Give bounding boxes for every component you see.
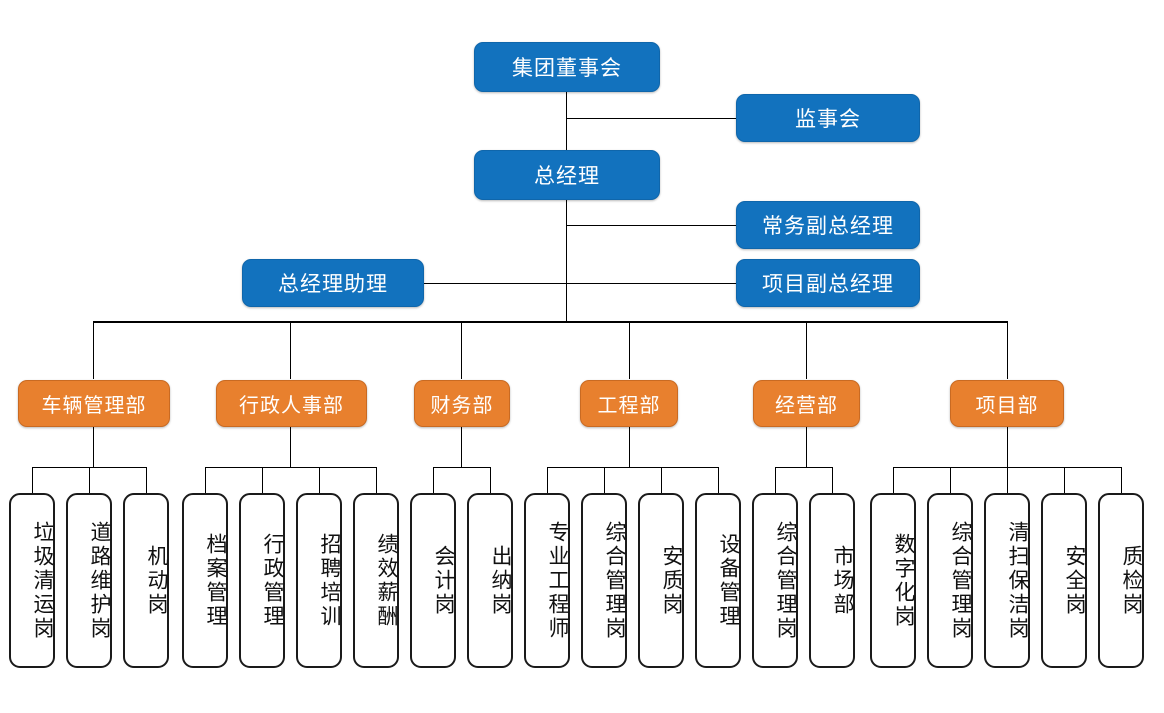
connector-dept5-child-1 xyxy=(775,467,776,493)
connector-bus-to-dept-1 xyxy=(93,321,94,379)
connector-dept1-child-1 xyxy=(32,467,33,493)
connector-gm-trunk xyxy=(566,200,567,322)
node-supervisory-board[interactable]: 监事会 xyxy=(736,94,920,142)
connector-dept3-child-2 xyxy=(490,467,491,493)
node-department-admin-hr[interactable]: 行政人事部 xyxy=(216,380,367,427)
node-position-operations-general-management[interactable]: 综合管理岗 xyxy=(752,493,798,668)
connector-dept6-child-3 xyxy=(1007,467,1008,493)
connector-dept1-stem xyxy=(93,427,94,467)
connector-dept4-stem xyxy=(629,427,630,467)
node-department-project[interactable]: 项目部 xyxy=(950,380,1064,427)
connector-dept5-child-2 xyxy=(832,467,833,493)
connector-board-to-gm xyxy=(566,92,567,150)
connector-dept5-stem xyxy=(806,427,807,467)
node-position-mobile-duty[interactable]: 机动岗 xyxy=(123,493,169,668)
connector-bus-to-dept-5 xyxy=(806,321,807,379)
connector-dept4-child-1 xyxy=(547,467,548,493)
node-executive-deputy-manager[interactable]: 常务副总经理 xyxy=(736,201,920,249)
node-position-digitalization[interactable]: 数字化岗 xyxy=(870,493,916,668)
connector-bus-to-dept-4 xyxy=(629,321,630,379)
node-position-equipment-management[interactable]: 设备管理 xyxy=(695,493,741,668)
connector-dept1-child-2 xyxy=(89,467,90,493)
connector-dept3-child-1 xyxy=(433,467,434,493)
connector-gm-to-executive-deputy xyxy=(566,225,736,226)
node-position-project-general-management[interactable]: 综合管理岗 xyxy=(927,493,973,668)
node-position-garbage-transport[interactable]: 垃圾清运岗 xyxy=(9,493,55,668)
node-project-deputy-manager[interactable]: 项目副总经理 xyxy=(736,259,920,307)
node-position-professional-engineer[interactable]: 专业工程师 xyxy=(524,493,570,668)
connector-dept2-stem xyxy=(290,427,291,467)
connector-dept4-bar xyxy=(547,467,718,468)
node-position-marketing[interactable]: 市场部 xyxy=(809,493,855,668)
connector-dept2-child-3 xyxy=(319,467,320,493)
connector-dept6-stem xyxy=(1007,427,1008,467)
node-position-accounting[interactable]: 会计岗 xyxy=(410,493,456,668)
connector-dept1-child-3 xyxy=(146,467,147,493)
connector-dept5-bar xyxy=(775,467,832,468)
connector-dept4-child-3 xyxy=(661,467,662,493)
node-department-operations[interactable]: 经营部 xyxy=(753,380,860,427)
connector-dept2-child-2 xyxy=(262,467,263,493)
node-position-administrative-management[interactable]: 行政管理 xyxy=(239,493,285,668)
node-department-finance[interactable]: 财务部 xyxy=(414,380,510,427)
connector-dept6-child-5 xyxy=(1121,467,1122,493)
node-position-quality-inspection[interactable]: 质检岗 xyxy=(1098,493,1144,668)
node-position-cashier[interactable]: 出纳岗 xyxy=(467,493,513,668)
connector-dept6-child-1 xyxy=(893,467,894,493)
connector-dept6-child-4 xyxy=(1064,467,1065,493)
connector-dept3-stem xyxy=(461,427,462,467)
node-position-recruitment-training[interactable]: 招聘培训 xyxy=(296,493,342,668)
connector-dept4-child-4 xyxy=(718,467,719,493)
department-bus xyxy=(93,321,1008,323)
connector-dept2-bar xyxy=(205,467,376,468)
node-position-engineering-general-management[interactable]: 综合管理岗 xyxy=(581,493,627,668)
connector-dept6-child-2 xyxy=(950,467,951,493)
node-gm-assistant[interactable]: 总经理助理 xyxy=(242,259,424,307)
node-department-vehicle-management[interactable]: 车辆管理部 xyxy=(18,380,170,427)
node-position-safety[interactable]: 安全岗 xyxy=(1041,493,1087,668)
connector-bus-to-dept-3 xyxy=(461,321,462,379)
connector-bus-to-dept-6 xyxy=(1007,321,1008,379)
node-position-safety-quality[interactable]: 安质岗 xyxy=(638,493,684,668)
connector-gm-assistant xyxy=(424,283,566,284)
node-board-of-directors[interactable]: 集团董事会 xyxy=(474,42,660,92)
node-position-cleaning-sanitation[interactable]: 清扫保洁岗 xyxy=(984,493,1030,668)
connector-dept2-child-4 xyxy=(376,467,377,493)
node-general-manager[interactable]: 总经理 xyxy=(474,150,660,200)
connector-bus-to-dept-2 xyxy=(290,321,291,379)
connector-dept4-child-2 xyxy=(604,467,605,493)
node-department-engineering[interactable]: 工程部 xyxy=(580,380,678,427)
connector-board-to-supervisory xyxy=(566,118,736,119)
node-position-road-maintenance[interactable]: 道路维护岗 xyxy=(66,493,112,668)
connector-dept3-bar xyxy=(433,467,490,468)
node-position-archive-management[interactable]: 档案管理 xyxy=(182,493,228,668)
connector-gm-to-project-deputy xyxy=(566,283,736,284)
connector-dept2-child-1 xyxy=(205,467,206,493)
node-position-performance-compensation[interactable]: 绩效薪酬 xyxy=(353,493,399,668)
